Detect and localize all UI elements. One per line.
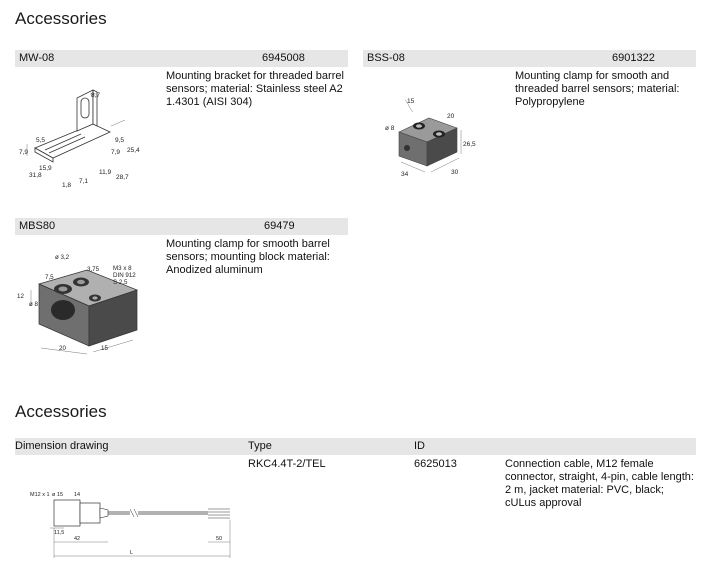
dim-label: 50 <box>216 536 222 542</box>
dim-label: L <box>130 550 133 556</box>
dim-label: 9,5 <box>115 137 124 144</box>
product-name: BSS-08 <box>367 52 405 64</box>
section-title: Accessories <box>15 402 107 421</box>
product-description: Mounting clamp for smooth barrel sensors… <box>166 238 330 276</box>
table-header: Dimension drawing Type ID <box>15 438 696 455</box>
dim-label: 14 <box>74 492 80 498</box>
dim-label: 12 <box>17 293 24 300</box>
dim-label: 26,5 <box>463 141 476 148</box>
section-title: Accessories <box>15 9 107 28</box>
product-id: 6945008 <box>262 52 305 64</box>
dim-label: 25,4 <box>127 147 140 154</box>
dim-label: ø 3,2 <box>55 254 70 261</box>
dim-label: ø 8 <box>29 301 38 308</box>
product-id: 6901322 <box>612 52 655 64</box>
product-description: Mounting bracket for threaded barrel sen… <box>166 70 344 108</box>
cable-drawing: M12 x 1 ø 15 14 11,5 42 50 L <box>30 492 231 558</box>
product-header-bss08: BSS-08 6901322 <box>363 50 696 67</box>
dim-label: 28,7 <box>116 174 129 181</box>
dim-label: 15 <box>101 345 108 352</box>
dim-label: 11,5 <box>54 530 64 536</box>
column-header-id: ID <box>414 440 425 452</box>
dim-label: 7,9 <box>19 149 28 156</box>
dim-label: 15,9 <box>39 165 52 172</box>
dim-label: 7,5 <box>45 274 54 281</box>
product-id: 69479 <box>264 220 295 232</box>
product-header-mbs80: MBS80 69479 <box>15 218 348 235</box>
dim-label: 15 <box>407 98 415 105</box>
dim-label: 30 <box>451 169 459 176</box>
mw08-drawing: 8,7 5,5 9,5 25,4 7,9 7,9 15,9 31,8 11,9 … <box>19 89 140 189</box>
dim-label: 1,8 <box>62 182 71 189</box>
dim-label: 34 <box>401 171 409 178</box>
cable-type: RKC4.4T-2/TEL <box>248 458 326 470</box>
dim-label: ø 8 <box>385 125 395 132</box>
dim-label: 31,8 <box>29 172 42 179</box>
dim-label: 11,9 <box>99 169 112 176</box>
column-header-drawing: Dimension drawing <box>15 440 109 452</box>
dim-label: M3 x 8 <box>113 265 132 272</box>
dim-label: DIN 912 <box>113 272 136 279</box>
product-header-mw08: MW-08 6945008 <box>15 50 348 67</box>
dim-label: 42 <box>74 536 80 542</box>
bss08-drawing: 15 ø 8 20 26,5 34 30 <box>385 98 476 178</box>
dim-label: S 2,5 <box>113 279 128 286</box>
dim-label: 20 <box>447 113 455 120</box>
product-description: Mounting clamp for smooth and threaded b… <box>515 70 680 108</box>
dim-label: 7,9 <box>111 149 120 156</box>
dim-label: 3,75 <box>87 266 100 273</box>
dim-label: 20 <box>59 345 66 352</box>
product-name: MW-08 <box>19 52 55 64</box>
dim-label: 8,7 <box>91 92 100 99</box>
cable-description: Connection cable, M12 female connector, … <box>505 458 694 509</box>
dim-label: 7,1 <box>79 178 88 185</box>
cable-id: 6625013 <box>414 458 457 470</box>
dim-label: M12 x 1 <box>30 492 50 498</box>
column-header-type: Type <box>248 440 272 452</box>
dim-label: 5,5 <box>36 137 45 144</box>
dim-label: ø 15 <box>52 492 63 498</box>
product-name: MBS80 <box>19 220 56 232</box>
mbs80-drawing: ø 3,2 3,75 M3 x 8 DIN 912 S 2,5 7,5 12 ø… <box>17 254 139 355</box>
